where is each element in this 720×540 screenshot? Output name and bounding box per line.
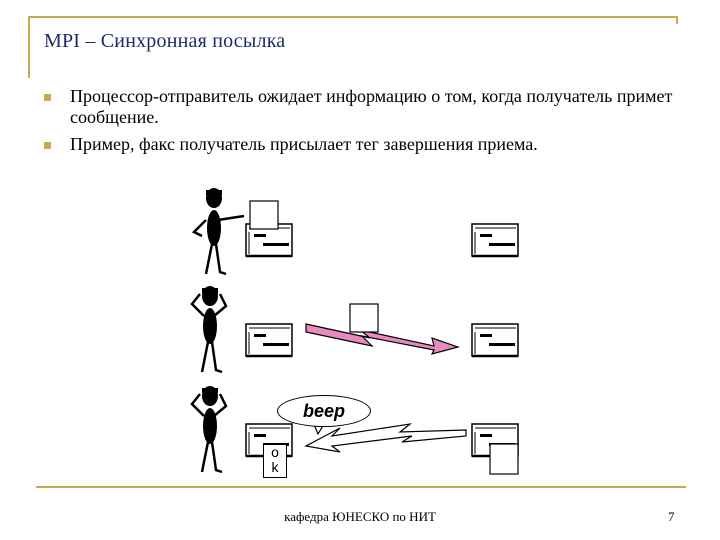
bullet-item: Пример, факс получатель присылает тег за… (44, 134, 694, 155)
frame-right-line (676, 16, 678, 24)
person-sender-icon (191, 186, 245, 276)
bullet-text: Процессор-отправитель ожидает информацию… (70, 86, 673, 127)
ok-tag-line: k (271, 459, 279, 475)
page-number: 7 (668, 509, 675, 524)
bullet-square-icon (44, 94, 51, 101)
fax-machine-icon (470, 322, 520, 358)
reply-arrow-icon (304, 423, 467, 453)
paper-sheet-icon (249, 200, 279, 230)
bullet-text: Пример, факс получатель присылает тег за… (70, 134, 538, 154)
frame-bottom-line (36, 486, 686, 488)
send-arrow-icon (305, 323, 461, 355)
bullet-square-icon (44, 142, 51, 149)
person-waiting-icon (190, 284, 228, 374)
fax-machine-icon (470, 222, 520, 258)
slide-title: MPI – Синхронная посылка (44, 30, 286, 52)
frame-top-line (28, 16, 678, 18)
bullet-list: Процессор-отправитель ожидает информацию… (44, 86, 694, 161)
fax-machine-icon (244, 322, 294, 358)
bullet-item: Процессор-отправитель ожидает информацию… (44, 86, 694, 128)
frame-left-line (28, 16, 30, 78)
footer-text: кафедра ЮНЕСКО по НИТ (284, 509, 436, 524)
paper-sheet-icon (349, 303, 379, 333)
paper-sheet-icon (489, 443, 519, 475)
ok-tag: o k (263, 444, 287, 478)
person-receiving-icon (190, 384, 228, 474)
ok-tag-line: o (271, 444, 279, 460)
beep-speech-bubble: beep (277, 395, 371, 427)
